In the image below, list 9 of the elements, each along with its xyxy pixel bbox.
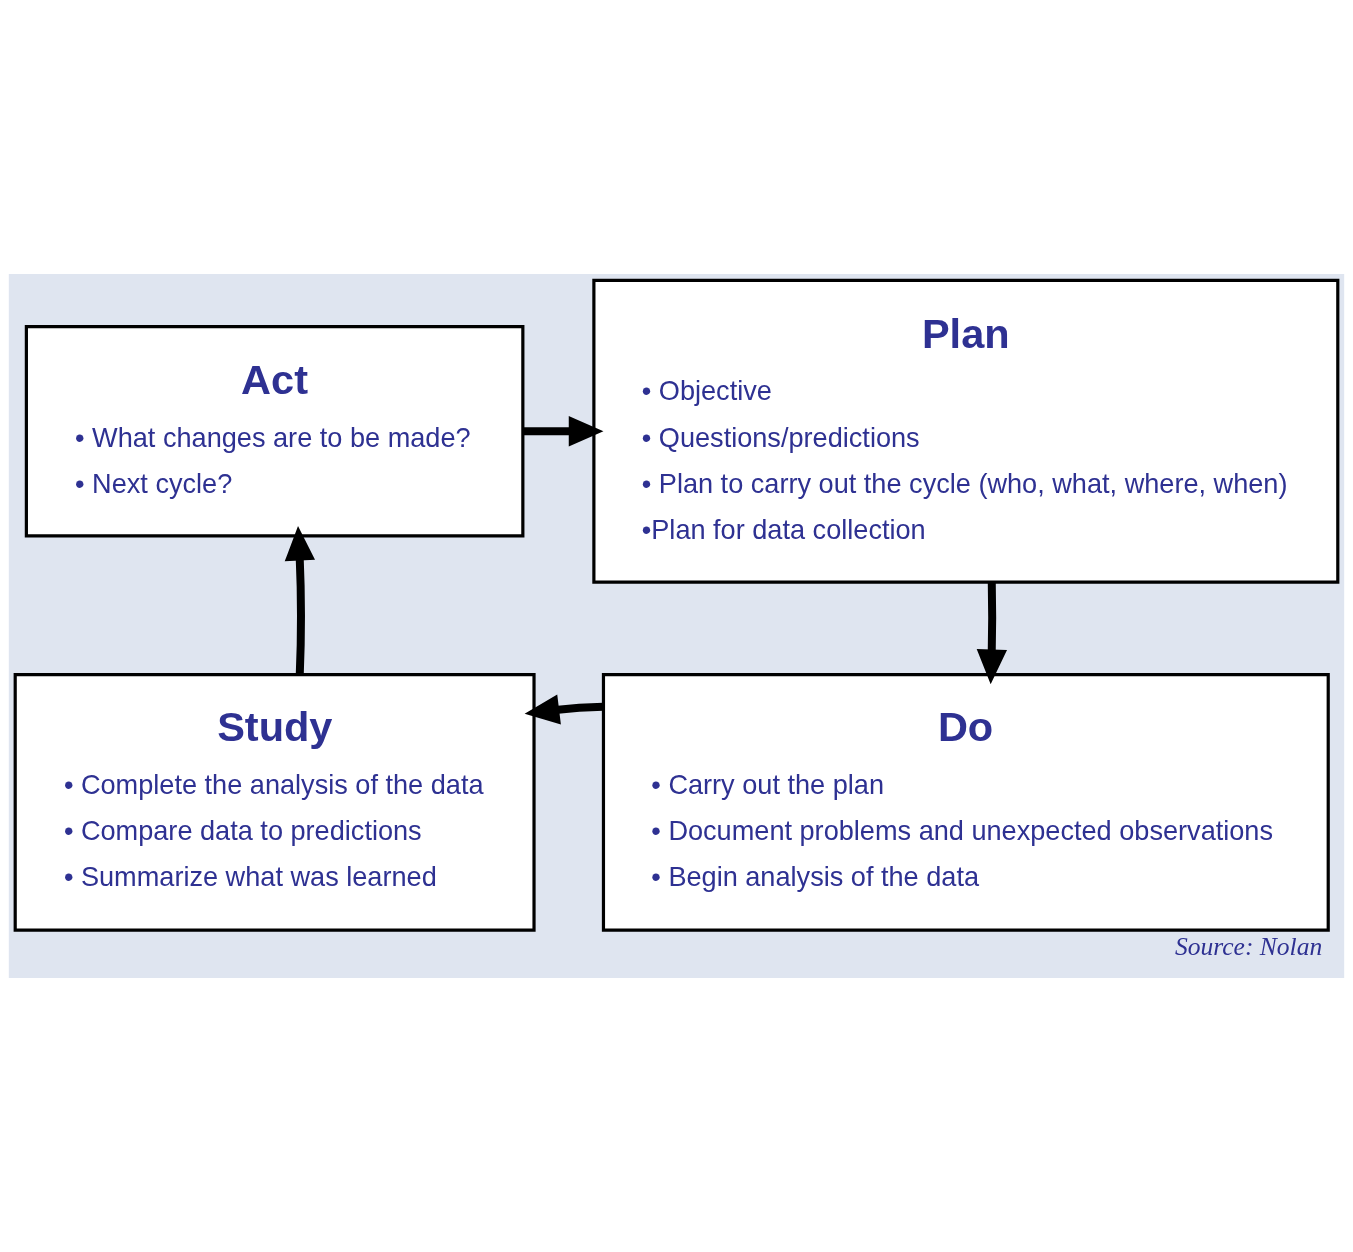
arrow [524,694,604,725]
node-box: Plan • Objective • Questions/predictions • Plan to carry out the cycle (who, what, where, when) •Plan for data collection [592,278,1340,584]
arrow [523,416,604,447]
node-box: Act • What changes are to be made? • Next cycle? [24,325,525,538]
node-box: Study • Complete the analysis of the data • Compare data to predictions • Summarize what was learned [13,673,536,932]
caption: Source: Nolan [1174,932,1323,962]
node-box: Do • Carry out the plan • Document problems and unexpected observations • Begin analysis of the data [601,673,1330,932]
arrow [976,582,1008,685]
arrow [284,525,315,675]
